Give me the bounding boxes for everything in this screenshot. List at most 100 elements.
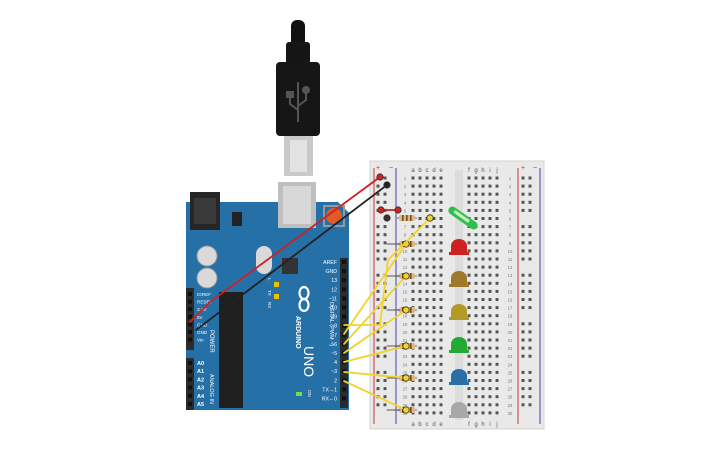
rail-hole[interactable] (521, 192, 525, 196)
breadboard-hole[interactable] (474, 322, 478, 326)
breadboard-hole[interactable] (425, 257, 429, 261)
breadboard-hole[interactable] (488, 265, 492, 269)
breadboard-hole[interactable] (481, 192, 485, 196)
breadboard-hole[interactable] (474, 387, 478, 391)
breadboard-hole[interactable] (481, 403, 485, 407)
breadboard-hole[interactable] (481, 362, 485, 366)
breadboard-hole[interactable] (432, 330, 436, 334)
breadboard-hole[interactable] (467, 208, 471, 212)
rail-hole[interactable] (383, 306, 387, 310)
breadboard-hole[interactable] (432, 249, 436, 253)
breadboard-hole[interactable] (439, 338, 443, 342)
breadboard-hole[interactable] (488, 249, 492, 253)
breadboard-hole[interactable] (495, 403, 499, 407)
rail-hole[interactable] (528, 322, 532, 326)
breadboard-hole[interactable] (481, 298, 485, 301)
breadboard-hole[interactable] (425, 411, 429, 415)
power-pin[interactable] (188, 314, 192, 319)
breadboard-hole[interactable] (495, 192, 499, 196)
breadboard-hole[interactable] (411, 387, 415, 391)
breadboard-hole[interactable] (425, 184, 429, 188)
breadboard-hole[interactable] (418, 387, 422, 391)
breadboard-hole[interactable] (488, 314, 492, 318)
breadboard-hole[interactable] (418, 306, 422, 310)
breadboard-hole[interactable] (488, 338, 492, 342)
breadboard-hole[interactable] (432, 298, 436, 301)
breadboard-hole[interactable] (425, 249, 429, 253)
breadboard-hole[interactable] (474, 217, 478, 220)
breadboard-hole[interactable] (432, 265, 436, 269)
rail-hole[interactable] (383, 354, 387, 358)
breadboard-hole[interactable] (425, 273, 429, 277)
breadboard-hole[interactable] (495, 176, 499, 180)
breadboard-hole[interactable] (418, 322, 422, 326)
breadboard-hole[interactable] (411, 289, 415, 293)
breadboard-hole[interactable] (488, 217, 492, 220)
rail-hole[interactable] (383, 233, 387, 237)
breadboard-hole[interactable] (481, 411, 485, 415)
breadboard-hole[interactable] (495, 338, 499, 342)
power-pin[interactable] (188, 307, 192, 312)
breadboard-hole[interactable] (439, 208, 443, 212)
rail-hole[interactable] (376, 346, 380, 350)
breadboard-hole[interactable] (495, 362, 499, 366)
breadboard-hole[interactable] (418, 411, 422, 415)
rail-hole[interactable] (528, 200, 532, 204)
breadboard-hole[interactable] (418, 217, 422, 220)
analog-pin[interactable] (188, 385, 192, 390)
rail-hole[interactable] (528, 298, 532, 301)
breadboard-hole[interactable] (432, 354, 436, 358)
digital-pin[interactable] (342, 269, 346, 274)
breadboard-hole[interactable] (481, 273, 485, 277)
digital-pin[interactable] (342, 296, 346, 301)
breadboard-hole[interactable] (488, 403, 492, 407)
breadboard-hole[interactable] (425, 370, 429, 374)
breadboard-hole[interactable] (474, 411, 478, 415)
breadboard-hole[interactable] (439, 379, 443, 382)
rail-hole[interactable] (521, 281, 525, 285)
rail-hole[interactable] (521, 176, 525, 180)
breadboard-hole[interactable] (425, 265, 429, 269)
breadboard-hole[interactable] (411, 249, 415, 253)
breadboard-hole[interactable] (425, 192, 429, 196)
rail-hole[interactable] (376, 273, 380, 277)
breadboard-hole[interactable] (425, 225, 429, 229)
analog-pin[interactable] (188, 377, 192, 382)
rail-hole[interactable] (528, 208, 532, 212)
breadboard-hole[interactable] (418, 249, 422, 253)
power-pin[interactable] (188, 322, 192, 327)
breadboard-hole[interactable] (488, 289, 492, 293)
rail-hole[interactable] (521, 249, 525, 253)
rail-hole[interactable] (528, 184, 532, 188)
breadboard-hole[interactable] (439, 330, 443, 334)
rail-hole[interactable] (528, 176, 532, 180)
breadboard-hole[interactable] (474, 273, 478, 277)
breadboard-hole[interactable] (481, 338, 485, 342)
breadboard-hole[interactable] (467, 273, 471, 277)
breadboard-hole[interactable] (467, 411, 471, 415)
breadboard-hole[interactable] (439, 314, 443, 318)
rail-hole[interactable] (376, 298, 380, 301)
breadboard-hole[interactable] (488, 306, 492, 310)
rail-hole[interactable] (528, 370, 532, 374)
breadboard-hole[interactable] (495, 281, 499, 285)
breadboard-hole[interactable] (411, 200, 415, 204)
breadboard-hole[interactable] (418, 281, 422, 285)
power-pin[interactable] (188, 292, 192, 296)
breadboard-hole[interactable] (495, 233, 499, 237)
breadboard-hole[interactable] (467, 322, 471, 326)
breadboard-hole[interactable] (411, 257, 415, 261)
digital-pin[interactable] (342, 396, 346, 401)
breadboard-hole[interactable] (474, 289, 478, 293)
rail-hole[interactable] (376, 379, 380, 382)
rail-hole[interactable] (528, 330, 532, 334)
breadboard-hole[interactable] (418, 395, 422, 399)
breadboard-hole[interactable] (411, 208, 415, 212)
breadboard-hole[interactable] (425, 395, 429, 399)
breadboard-hole[interactable] (425, 200, 429, 204)
rail-hole[interactable] (521, 395, 525, 399)
breadboard-hole[interactable] (418, 403, 422, 407)
breadboard-hole[interactable] (411, 265, 415, 269)
breadboard-hole[interactable] (495, 395, 499, 399)
breadboard-hole[interactable] (432, 306, 436, 310)
